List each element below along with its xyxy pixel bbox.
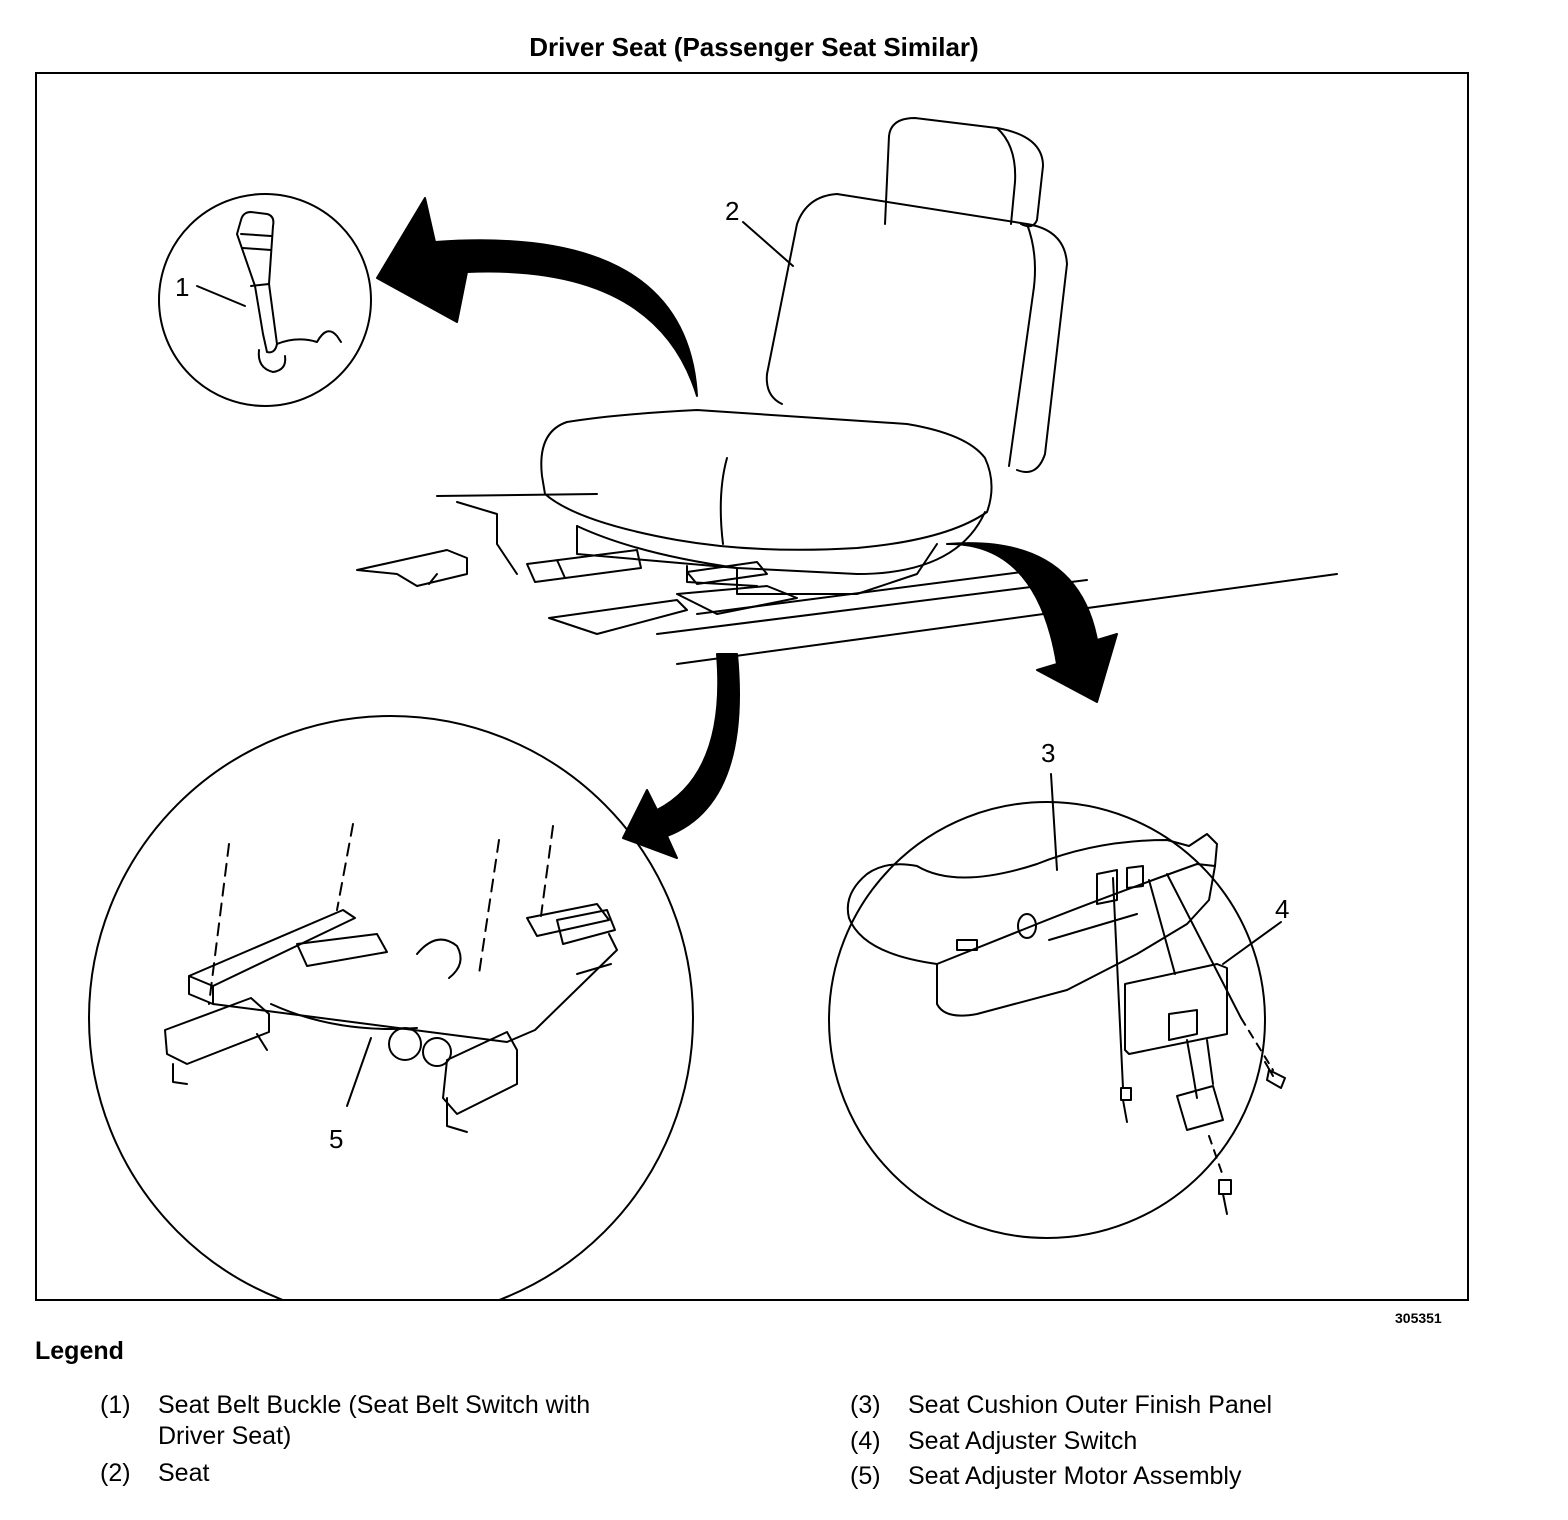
legend-heading: Legend [35,1337,124,1365]
callout-1: 1 [175,272,189,302]
callout-2: 2 [725,196,739,226]
legend-num: (2) [100,1459,131,1487]
seat-adjuster-switch [1124,963,1228,1055]
legend-text: Seat [158,1459,210,1487]
callout-3: 3 [1041,738,1055,768]
connector [1176,1085,1224,1131]
seat-track [188,909,356,987]
seatback [765,193,1068,473]
finish-panel [846,833,1218,965]
legend-text: Seat Belt Buckle (Seat Belt Switch with … [158,1391,591,1450]
legend-text: Seat Adjuster Motor Assembly [908,1462,1242,1490]
arrow-to-finish-panel [946,542,1118,703]
figure-frame: 1 2 3 4 5 [35,72,1469,1301]
floor-bracket [356,549,468,587]
legend-text: Seat Adjuster Switch [908,1427,1138,1455]
legend-num: (3) [850,1391,881,1419]
headrest [884,117,1044,228]
arrows [376,197,1118,859]
detail-outer-finish-panel [828,773,1286,1239]
figure-id: 305351 [1395,1310,1442,1326]
seat-cushion [540,409,993,551]
screw [1264,1061,1286,1089]
legend-num: (4) [850,1427,881,1455]
buckle [236,211,278,354]
callout-labels: 1 2 3 4 5 [175,196,1289,1154]
leader-1 [196,285,246,307]
arrow-to-buckle [376,197,698,397]
floor-bracket [548,599,688,635]
callout-5: 5 [329,1124,343,1154]
floor [436,493,1338,665]
seat-illustration [356,117,1338,665]
diagram-title: Driver Seat (Passenger Seat Similar) [529,32,979,62]
detail-seat-belt-buckle [158,193,372,407]
leader-2 [742,221,794,267]
seat-diagram: 1 2 3 4 5 [88,117,1338,1299]
legend-text: Seat Cushion Outer Finish Panel [908,1391,1273,1419]
legend-num: (1) [100,1391,131,1419]
callout-4: 4 [1275,894,1289,924]
screw [1218,1179,1232,1215]
leader-5 [346,1037,372,1107]
leader-4 [1222,921,1282,965]
leader-3 [1050,773,1058,871]
legend-num: (5) [850,1462,881,1490]
screw [1120,1087,1132,1123]
detail-adjuster-motor-assembly [88,715,694,1299]
arrow-to-motor [622,653,740,859]
